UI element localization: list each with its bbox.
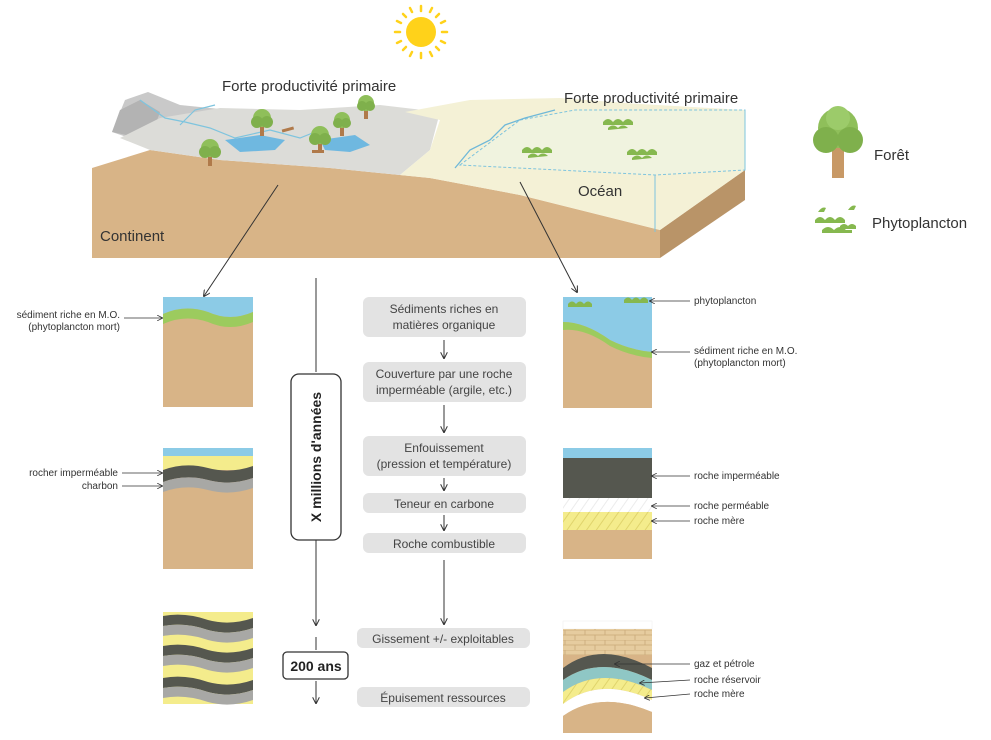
right-panel-3 (562, 620, 653, 733)
step-box-5 (363, 533, 526, 553)
land-productivity-title: Forte productivité primaire (222, 78, 396, 95)
step-box-7 (357, 687, 530, 707)
left-panel-3 (163, 612, 253, 705)
left-panel-1 (163, 297, 253, 407)
process-steps: Sédiments riches en matières organique C… (357, 297, 530, 707)
tree-icon (813, 106, 863, 178)
landscape-block (92, 92, 746, 258)
step-7-line1: Épuisement ressources (380, 690, 505, 705)
step-2-line1: Couverture par une roche (376, 367, 513, 381)
legend-forest-label: Forêt (874, 147, 910, 164)
years-box (282, 651, 349, 680)
step-5-line1: Roche combustible (393, 537, 495, 551)
sun-icon (393, 4, 449, 60)
step-box-2 (363, 362, 526, 402)
step-6-line1: Gissement +/- exploitables (372, 632, 514, 646)
left-sediment-label-line2: (phytoplancton mort) (28, 322, 120, 333)
ocean-phytoplankton (522, 119, 657, 160)
phytoplankton-icon (815, 205, 856, 233)
landscape-trees (199, 95, 375, 166)
step-box-6 (357, 628, 530, 648)
right-gas-oil-label: gaz et pétrole (694, 659, 755, 670)
continent-label: Continent (100, 228, 165, 245)
right-panel-1 (563, 297, 652, 408)
right-sediment-label-line2: (phytoplancton mort) (694, 358, 786, 369)
step-3-line2: (pression et température) (377, 457, 512, 471)
step-box-4 (363, 493, 526, 513)
right-source-rock-label-2: roche mère (694, 689, 745, 700)
step-box-3 (363, 436, 526, 476)
right-permeable-label: roche perméable (694, 501, 769, 512)
right-reservoir-label: roche réservoir (694, 675, 761, 686)
step-4-line1: Teneur en carbone (394, 497, 494, 511)
ocean-productivity-title: Forte productivité primaire (564, 90, 738, 107)
step-3-line1: Enfouissement (404, 441, 484, 455)
legend-phyto-label: Phytoplancton (872, 215, 967, 232)
left-impermeable-label: rocher imperméable (29, 468, 118, 479)
left-sediment-label-line1: sédiment riche en M.O. (17, 310, 120, 321)
step-1-line1: Sédiments riches en (390, 302, 499, 316)
millions-years-box (290, 373, 342, 541)
left-panel-2 (163, 448, 253, 569)
right-phyto-label: phytoplancton (694, 296, 756, 307)
millions-years-label: X millions d'années (308, 392, 324, 522)
right-panel-2 (563, 448, 652, 559)
left-coal-label: charbon (82, 481, 118, 492)
ocean-label: Océan (578, 183, 622, 200)
step-1-line2: matières organique (393, 318, 496, 332)
right-source-rock-label: roche mère (694, 516, 745, 527)
step-2-line2: imperméable (argile, etc.) (376, 383, 512, 397)
years-label: 200 ans (290, 658, 342, 674)
right-impermeable-label: roche imperméable (694, 471, 780, 482)
step-box-1 (363, 297, 526, 337)
right-sediment-label-line1: sédiment riche en M.O. (694, 346, 797, 357)
